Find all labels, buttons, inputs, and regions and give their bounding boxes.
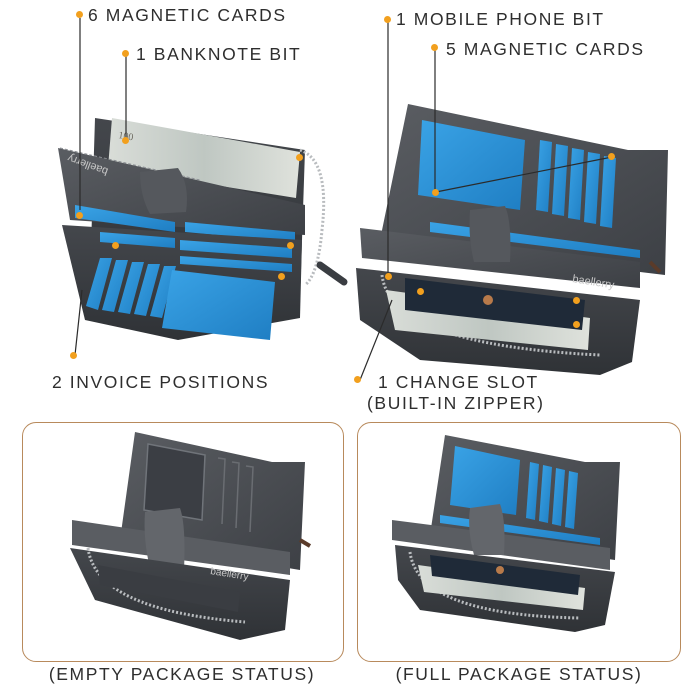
callout-lines-top-left <box>74 18 127 356</box>
label-banknote-bit: 1 BANKNOTE BIT <box>136 44 302 64</box>
dot-invoice <box>70 352 77 359</box>
caption-full-status: (FULL PACKAGE STATUS) <box>395 664 643 684</box>
label-5-magnetic-cards: 5 MAGNETIC CARDS <box>446 39 645 59</box>
callout-lines-top-right <box>359 22 613 381</box>
dot-change-slot <box>354 376 361 383</box>
wallet-top-right: baellerry <box>356 104 668 375</box>
dot-6-cards-bottom <box>76 212 83 219</box>
label-change-slot: 1 CHANGE SLOT <box>378 372 539 392</box>
dot-change-1 <box>417 288 424 295</box>
dot-card-2 <box>287 242 294 249</box>
dot-5-cards-top <box>431 44 438 51</box>
label-built-in-zipper: (BUILT-IN ZIPPER) <box>367 393 545 413</box>
dot-5-cards-slot <box>608 153 615 160</box>
caption-empty-status: (EMPTY PACKAGE STATUS) <box>48 664 316 684</box>
wallet-empty: baellerry <box>70 432 312 640</box>
dot-money <box>296 154 303 161</box>
dot-card-3 <box>278 273 285 280</box>
label-6-magnetic-cards: 6 MAGNETIC CARDS <box>88 5 287 25</box>
dot-6-cards-top <box>76 11 83 18</box>
label-invoice-positions: 2 INVOICE POSITIONS <box>52 372 270 392</box>
dot-5-cards-window <box>432 189 439 196</box>
dot-phone-bottom <box>385 273 392 280</box>
dot-phone-top <box>384 16 391 23</box>
dot-change-2 <box>573 297 580 304</box>
dot-banknote-top <box>122 50 129 57</box>
wallet-top-left: 100 baellerry <box>58 118 348 340</box>
dot-banknote-bottom <box>122 137 129 144</box>
dot-change-3 <box>573 321 580 328</box>
wallet-full <box>392 435 620 632</box>
dot-card-1 <box>112 242 119 249</box>
label-mobile-phone-bit: 1 MOBILE PHONE BIT <box>396 9 605 29</box>
